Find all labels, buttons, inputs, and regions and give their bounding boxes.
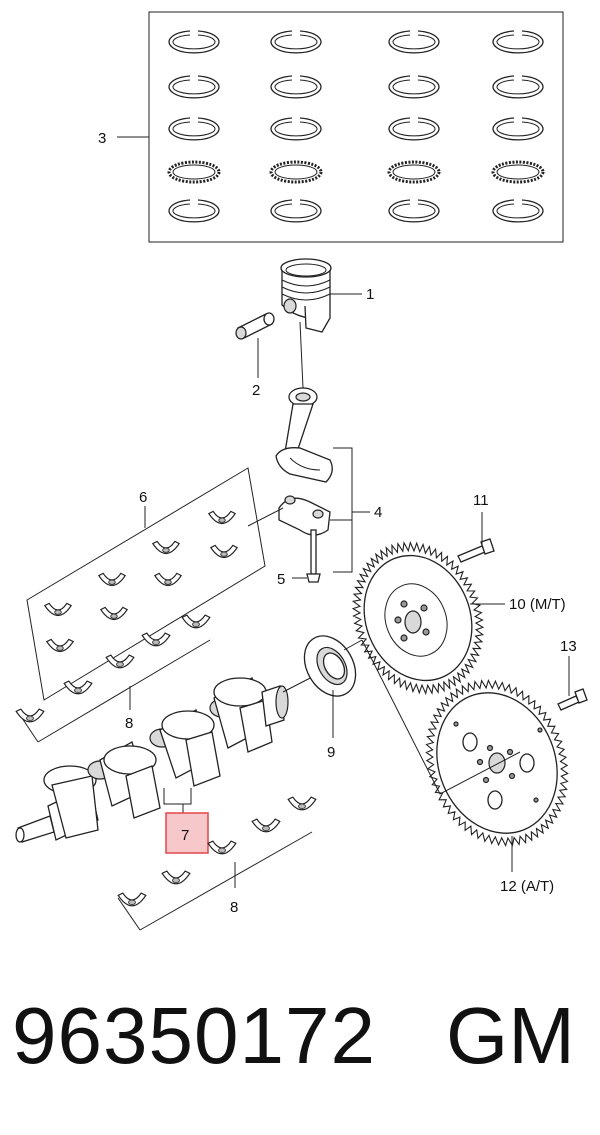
main-bearing-shell bbox=[251, 818, 281, 833]
main-bearing-shell bbox=[207, 840, 237, 855]
rod-bearing-shell bbox=[45, 638, 75, 653]
piston-ring bbox=[387, 160, 441, 184]
callout-13: 13 bbox=[560, 638, 577, 655]
piston bbox=[280, 258, 332, 333]
callout-9: 9 bbox=[327, 744, 335, 761]
rod-bearing-shell bbox=[99, 606, 129, 621]
main-bearing-shell bbox=[161, 870, 191, 885]
flywheel-mt bbox=[351, 540, 485, 696]
callout-7: 7 bbox=[181, 827, 189, 844]
rod-bearing-shell bbox=[207, 510, 237, 525]
piston-ring bbox=[388, 117, 440, 141]
callout-5: 5 bbox=[277, 571, 285, 588]
main-bearing-shell bbox=[181, 614, 211, 629]
callout-6: 6 bbox=[139, 489, 147, 506]
rod-bearing-set bbox=[26, 467, 266, 701]
rod-bearing-shell bbox=[153, 572, 183, 587]
piston-ring bbox=[492, 30, 544, 54]
piston-ring bbox=[168, 199, 220, 223]
connecting-rod-cap bbox=[278, 495, 331, 536]
highlight-box-7 bbox=[165, 812, 209, 854]
piston-ring bbox=[270, 30, 322, 54]
callout-12: 12 (A/T) bbox=[500, 878, 554, 895]
rear-oil-seal bbox=[303, 635, 357, 697]
callout-1: 1 bbox=[366, 286, 374, 303]
piston-ring bbox=[491, 160, 545, 184]
piston-ring bbox=[168, 117, 220, 141]
flexplate-at bbox=[425, 679, 569, 847]
rod-bearing-shell bbox=[209, 544, 239, 559]
piston-ring bbox=[270, 199, 322, 223]
footer: 96350172 GM bbox=[0, 990, 600, 1110]
brand-name: GM bbox=[446, 991, 575, 1080]
piston-ring bbox=[270, 117, 322, 141]
piston-ring bbox=[388, 75, 440, 99]
connecting-rod bbox=[275, 387, 333, 483]
piston-ring bbox=[388, 199, 440, 223]
callout-11: 11 bbox=[473, 492, 489, 509]
piston-ring bbox=[492, 117, 544, 141]
main-bearing-shell bbox=[117, 892, 147, 907]
part-number: 96350172 bbox=[12, 991, 376, 1080]
main-bearing-set-upper bbox=[15, 614, 211, 743]
rod-bearing-shell bbox=[97, 572, 127, 587]
piston-ring bbox=[167, 160, 221, 184]
main-bearing-shell bbox=[15, 708, 45, 723]
callout-2: 2 bbox=[252, 382, 260, 399]
callout-4: 4 bbox=[374, 504, 382, 521]
piston-ring bbox=[492, 75, 544, 99]
piston-ring bbox=[168, 30, 220, 54]
rod-bolt bbox=[306, 529, 321, 583]
main-bearing-shell bbox=[105, 654, 135, 669]
piston-ring bbox=[388, 30, 440, 54]
callout-8-lower: 8 bbox=[230, 899, 238, 916]
piston-ring bbox=[269, 160, 323, 184]
rod-bearing-shell bbox=[151, 540, 181, 555]
exploded-parts-diagram: 3 1 2 4 5 bbox=[15, 11, 588, 931]
crankshaft bbox=[15, 677, 289, 843]
piston-ring bbox=[168, 75, 220, 99]
main-bearing-shell bbox=[63, 680, 93, 695]
callout-8-upper: 8 bbox=[125, 715, 133, 732]
main-bearing-shell bbox=[141, 632, 171, 647]
flywheel-bolt bbox=[457, 538, 495, 563]
piston-ring bbox=[270, 75, 322, 99]
piston-pin bbox=[235, 312, 275, 340]
callout-10: 10 (M/T) bbox=[509, 596, 566, 613]
piston-ring-set bbox=[148, 11, 564, 243]
main-bearing-set-lower bbox=[117, 796, 317, 931]
callout-3: 3 bbox=[98, 130, 106, 147]
rod-bearing-shell bbox=[43, 602, 73, 617]
main-bearing-shell bbox=[287, 796, 317, 811]
piston-ring bbox=[492, 199, 544, 223]
flexplate-bolt bbox=[557, 688, 588, 711]
